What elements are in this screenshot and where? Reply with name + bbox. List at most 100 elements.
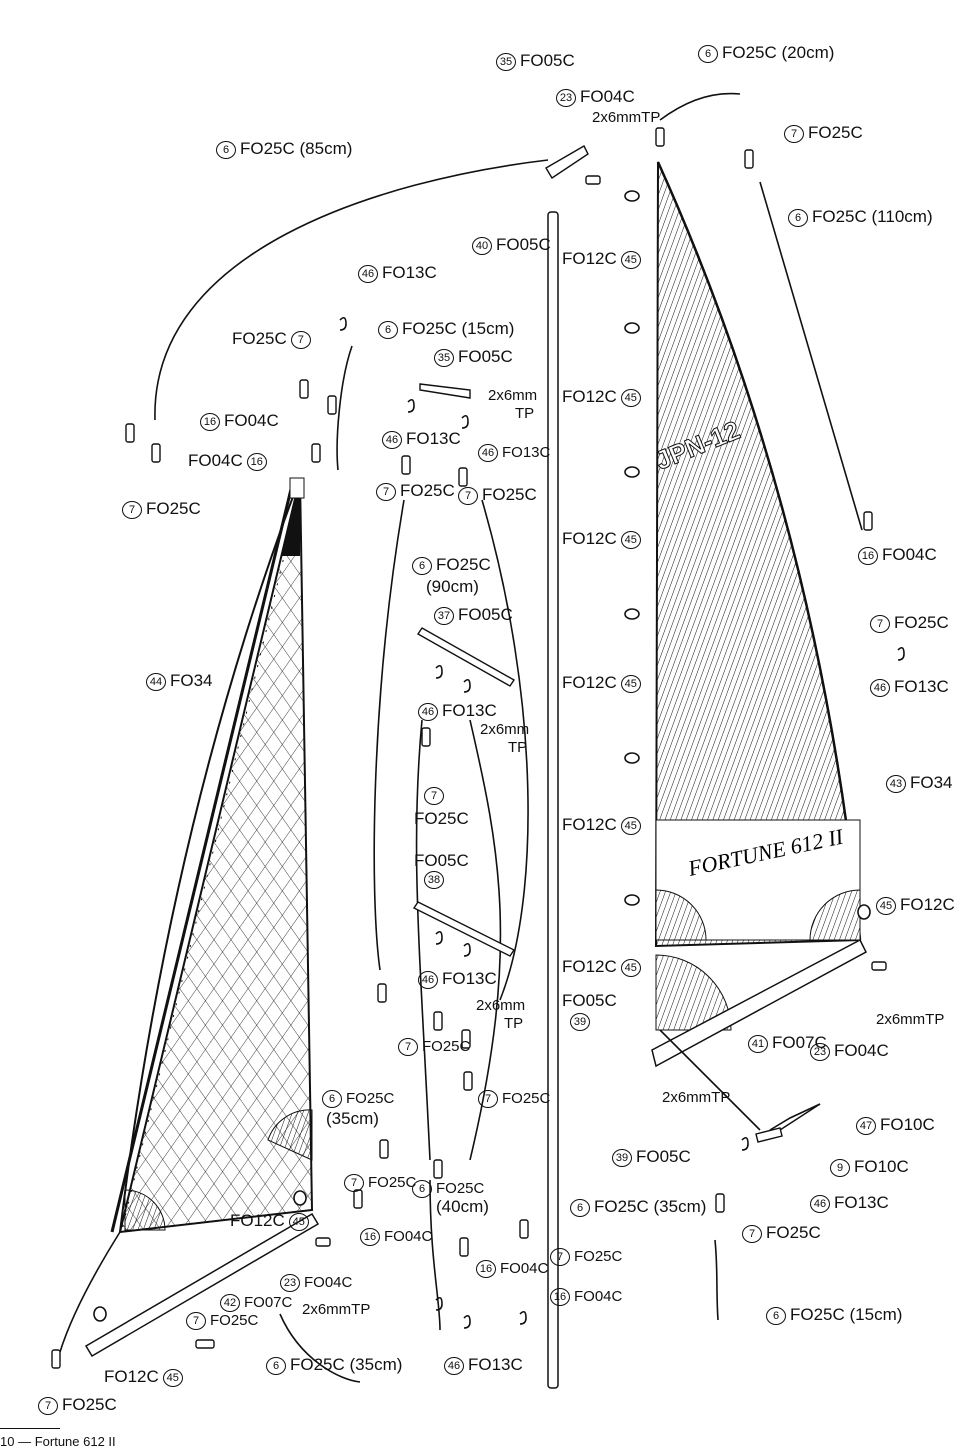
- part-number-badge: 7: [742, 1225, 762, 1243]
- part-number-badge: 35: [434, 349, 454, 367]
- part-number-badge: 16: [200, 413, 220, 431]
- part-code: FO25C: [368, 1174, 417, 1191]
- part-code: FO04C: [304, 1274, 353, 1291]
- part-number-badge: 45: [162, 1369, 183, 1387]
- part-label: 2x6mmTP: [592, 110, 660, 125]
- part-code: 2x6mm: [480, 721, 530, 738]
- part-number-badge: 45: [620, 817, 641, 835]
- ring-parts: [93, 190, 871, 1322]
- part-number-badge: 6: [788, 209, 808, 227]
- part-label: (40cm): [436, 1198, 489, 1215]
- part-code: FO25C (15cm): [402, 319, 515, 338]
- part-number-badge: 42: [220, 1294, 240, 1312]
- part-number-badge: 41: [748, 1035, 768, 1053]
- part-number-badge: 16: [858, 547, 878, 565]
- part-code: FO25C (110cm): [812, 207, 933, 226]
- part-code: FO04C: [384, 1228, 433, 1245]
- part-code: FO04C: [882, 545, 937, 564]
- part-label: 2x6mmTP: [662, 1090, 730, 1105]
- part-number-badge: 37: [434, 607, 454, 625]
- part-code: FO25C: [422, 1038, 471, 1055]
- part-label: TP: [515, 406, 534, 421]
- part-number-badge: 7: [458, 487, 478, 505]
- part-code: FO25C: [502, 1090, 551, 1107]
- part-number-badge: 6: [570, 1199, 590, 1217]
- part-number-badge: 45: [620, 675, 641, 693]
- part-code: FO12C: [900, 895, 955, 914]
- part-code: 2x6mm: [476, 997, 526, 1014]
- part-number-badge: 45: [620, 251, 641, 269]
- part-number-badge: 7: [550, 1248, 570, 1266]
- part-label: 2x6mm: [488, 388, 537, 403]
- part-number-badge: 40: [472, 237, 492, 255]
- part-number-badge: 45: [620, 389, 641, 407]
- part-code: 2x6mmTP: [302, 1301, 371, 1318]
- part-code: FO04C: [834, 1041, 889, 1060]
- part-code: FO25C: [346, 1090, 395, 1107]
- part-code: FO12C: [562, 957, 617, 976]
- part-code: FO25C: [400, 481, 455, 500]
- part-number-badge: 7: [122, 501, 142, 519]
- mast: [547, 211, 559, 1389]
- part-number-badge: 16: [550, 1288, 570, 1306]
- part-label: 39: [566, 1012, 594, 1031]
- part-number-badge: 16: [360, 1228, 380, 1246]
- part-number-badge: 7: [424, 787, 444, 805]
- part-code: FO25C: [146, 499, 201, 518]
- part-code: (40cm): [436, 1197, 489, 1216]
- part-code: 2x6mmTP: [662, 1089, 731, 1106]
- part-number-badge: 7: [344, 1174, 364, 1192]
- part-code: FO25C: [894, 613, 949, 632]
- part-number-badge: 23: [810, 1043, 830, 1061]
- page-number: 10: [0, 1434, 15, 1449]
- part-number-badge: 38: [424, 871, 444, 889]
- part-label: 38: [420, 870, 448, 889]
- part-label: (35cm): [326, 1110, 379, 1127]
- hook-parts: [339, 316, 905, 1329]
- part-code: FO12C: [562, 815, 617, 834]
- part-label: FO05C: [414, 852, 469, 869]
- part-number-badge: 6: [412, 557, 432, 575]
- part-code: FO13C: [502, 444, 551, 461]
- part-number-badge: 9: [830, 1159, 850, 1177]
- part-label: 2x6mm: [476, 998, 525, 1013]
- part-code: FO07C: [244, 1294, 293, 1311]
- part-code: FO04C: [224, 411, 279, 430]
- part-number-badge: 23: [556, 89, 576, 107]
- part-code: TP: [515, 405, 535, 422]
- part-code: FO05C: [496, 235, 551, 254]
- part-code: FO04C: [188, 451, 243, 470]
- part-number-badge: 7: [38, 1397, 58, 1415]
- part-code: FO04C: [574, 1288, 623, 1305]
- part-number-badge: 46: [418, 971, 438, 989]
- part-code: 2x6mm: [488, 387, 538, 404]
- part-number-badge: 45: [876, 897, 896, 915]
- part-code: FO05C: [458, 347, 513, 366]
- part-number-badge: 46: [418, 703, 438, 721]
- footer-title: Fortune 612 II: [34, 1434, 116, 1449]
- part-code: FO13C: [382, 263, 437, 282]
- part-number-badge: 7: [290, 331, 311, 349]
